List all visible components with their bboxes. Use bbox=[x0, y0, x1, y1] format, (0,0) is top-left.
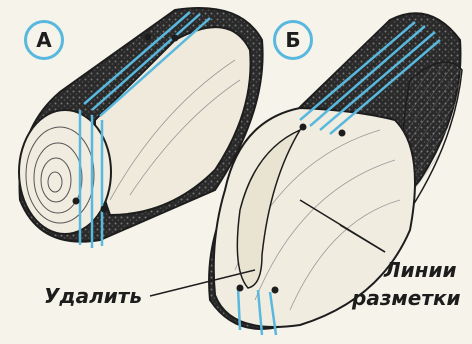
marking-lines-label-line1: Линии bbox=[384, 258, 456, 282]
remove-label: Удалить bbox=[44, 284, 142, 308]
marking-lines-label-line2: разметки bbox=[352, 286, 461, 310]
log-a-end-grain bbox=[19, 110, 111, 234]
panel-a-label: А bbox=[24, 20, 64, 60]
panel-b-label: Б bbox=[273, 20, 313, 60]
